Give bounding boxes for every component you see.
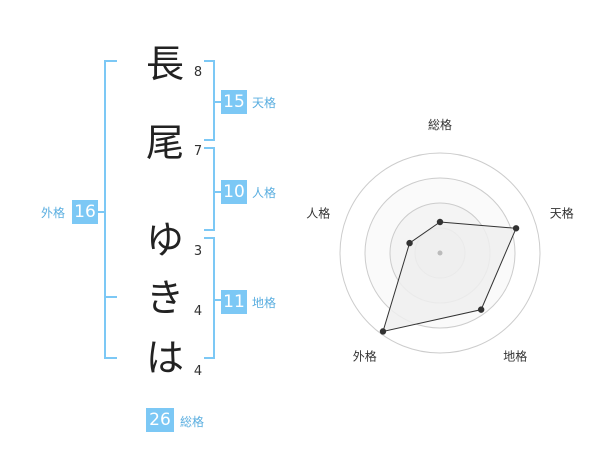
radar-axis-label-3: 地格 [503,349,527,364]
radar-point-3 [477,306,485,313]
gaikaku-label: 外格 [41,206,66,220]
jinkaku-label: 人格 [252,186,277,200]
radar-point-4 [379,328,387,335]
radar-point-5 [406,239,413,247]
radar-axis-label-2: 天格 [550,205,574,220]
soukaku-value-badge: 26 [146,408,174,432]
tenkaku-value-badge: 15 [221,90,247,114]
gaikaku-value-badge: 16 [72,200,98,224]
radar-area [382,221,517,333]
tenkaku-label: 天格 [252,96,277,110]
chikaku-value-badge: 11 [221,290,247,314]
soukaku-label: 総格 [180,415,205,429]
stroke-count-3: 3 [193,244,203,259]
radar-axis-label-4: 外格 [353,349,377,364]
tenkaku-bracket [204,60,215,141]
radar-axis-label-5: 人格 [306,205,330,220]
name-char-5: は [145,336,184,380]
stroke-count-2: 7 [193,144,203,159]
stroke-count-1: 8 [193,65,203,80]
radar-center-dot [437,250,443,256]
name-char-1: 長 [145,42,184,86]
radar-axis-label-1: 総格 [428,117,452,132]
chikaku-label: 地格 [252,296,277,310]
stroke-count-4: 4 [193,304,203,319]
name-char-2: 尾 [145,121,184,165]
radar-point-2 [512,225,520,232]
name-char-3: ゆ [145,218,184,262]
name-char-4: き [145,276,184,320]
stroke-count-5: 4 [193,364,203,379]
chikaku-bracket [204,237,215,359]
radar-point-1 [436,218,444,226]
jinkaku-value-badge: 10 [221,180,247,204]
gaikaku-bracket [104,60,117,359]
jinkaku-bracket [204,147,215,231]
